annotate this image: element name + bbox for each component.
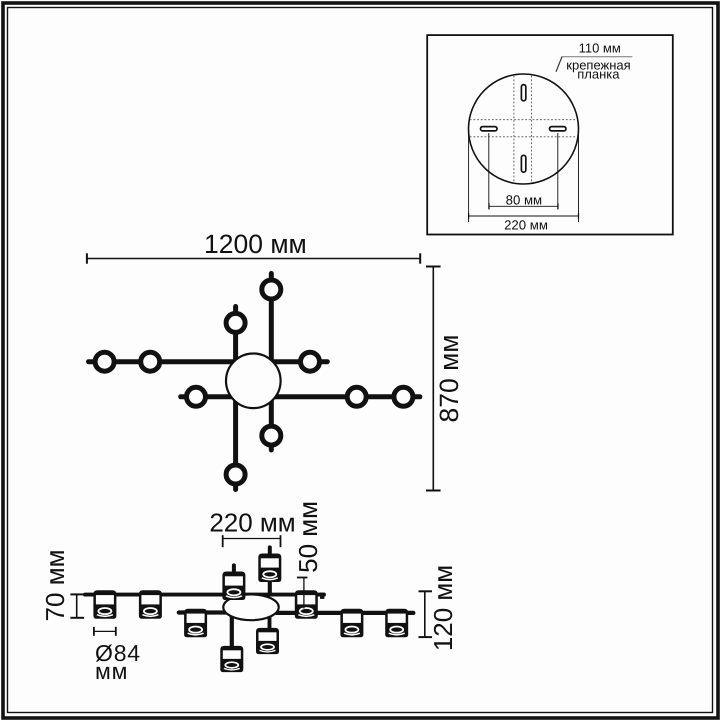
svg-text:220 мм: 220 мм xyxy=(209,507,295,537)
svg-text:70 мм: 70 мм xyxy=(40,550,70,622)
svg-text:870 мм: 870 мм xyxy=(434,334,464,422)
svg-text:1200 мм: 1200 мм xyxy=(204,229,307,259)
svg-text:Ø84: Ø84 xyxy=(95,640,141,666)
svg-text:50 мм: 50 мм xyxy=(293,501,323,573)
svg-text:планка: планка xyxy=(577,67,620,82)
svg-text:мм: мм xyxy=(95,658,128,684)
svg-text:крепежная: крепежная xyxy=(566,58,630,73)
svg-text:220 мм: 220 мм xyxy=(504,218,548,233)
svg-text:80 мм: 80 мм xyxy=(506,192,542,207)
svg-text:120 мм: 120 мм xyxy=(428,565,458,651)
svg-text:110 мм: 110 мм xyxy=(579,41,621,56)
